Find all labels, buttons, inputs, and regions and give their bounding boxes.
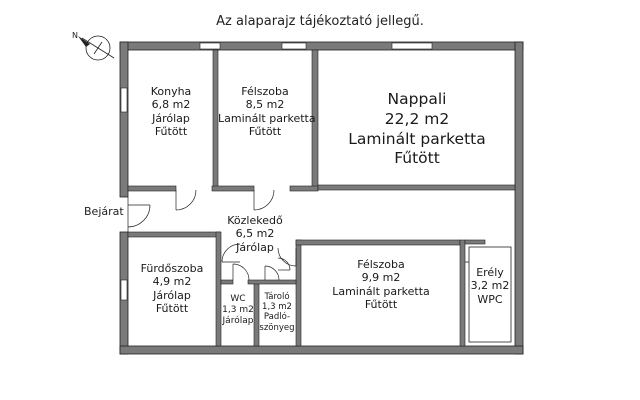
- room-area: 6,8 m2: [151, 98, 191, 112]
- doors: [127, 189, 297, 281]
- room-area: 8,5 m2: [245, 98, 285, 112]
- room-name: Közlekedő: [227, 214, 283, 227]
- room-name: Fürdőszoba: [140, 262, 204, 275]
- room-area: 3,2 m2: [470, 279, 510, 293]
- room-heating: Fűtött: [154, 125, 188, 139]
- room-name: WC: [230, 294, 246, 304]
- room-floor: Járólap: [236, 240, 274, 254]
- room-wc: WC 1,3 m2 Járólap: [221, 294, 255, 327]
- room-balcony: Erély 3,2 m2 WPC: [469, 266, 511, 306]
- room-name: Félszoba: [357, 258, 405, 271]
- room-kitchen: Konyha 6,8 m2 Járólap Fűtött: [130, 85, 212, 139]
- balcony-frame: [465, 246, 512, 343]
- room-floor: Járólap: [152, 111, 190, 125]
- room-name: Tároló: [264, 292, 290, 302]
- room-area: 9,9 m2: [361, 271, 401, 285]
- room-living-room: Nappali 22,2 m2 Laminált parketta Fűtött: [322, 90, 512, 169]
- windows: [120, 42, 433, 301]
- room-floor: Járólap: [222, 315, 254, 326]
- room-floor-line-2: szönyeg: [259, 322, 295, 333]
- room-area: 1,3 m2: [222, 304, 254, 315]
- interior-walls: [127, 49, 516, 347]
- room-floor: Járólap: [153, 288, 191, 302]
- room-name: Félszoba: [241, 85, 289, 98]
- room-heating: Fűtött: [248, 125, 282, 139]
- room-name: Konyha: [150, 85, 192, 98]
- svg-text:N: N: [72, 31, 78, 40]
- plan-caption: Az alaparajz tájékoztató jellegű.: [216, 14, 424, 29]
- room-floor: WPC: [477, 292, 503, 306]
- room-bathroom: Fürdőszoba 4,9 m2 Járólap Fűtött: [128, 262, 216, 316]
- room-area: 1,3 m2: [262, 302, 292, 313]
- room-floor: Laminált parketta: [218, 111, 316, 125]
- north-arrow-icon: N: [72, 31, 115, 61]
- room-area: 6,5 m2: [235, 227, 275, 241]
- room-floor: Laminált parketta: [332, 284, 430, 298]
- room-name: Nappali: [387, 90, 447, 108]
- room-half-room-1: Félszoba 8,5 m2 Laminált parketta Fűtött: [218, 85, 316, 139]
- room-name: Erély: [476, 266, 504, 279]
- room-heating: Fűtött: [155, 302, 189, 316]
- room-heating: Fűtött: [394, 149, 440, 168]
- room-half-room-2: Félszoba 9,9 m2 Laminált parketta Fűtött: [302, 258, 460, 312]
- room-hallway: Közlekedő 6,5 m2 Járólap: [222, 214, 288, 254]
- entrance-label: Bejárat: [84, 205, 124, 218]
- room-heating: Fűtött: [364, 298, 398, 312]
- room-area: 4,9 m2: [152, 275, 192, 289]
- room-floor: Laminált parketta: [348, 129, 486, 148]
- room-storage: Tároló 1,3 m2 Padló- szönyeg: [258, 292, 296, 333]
- room-area: 22,2 m2: [384, 109, 450, 128]
- room-floor-line-1: Padló-: [263, 312, 291, 323]
